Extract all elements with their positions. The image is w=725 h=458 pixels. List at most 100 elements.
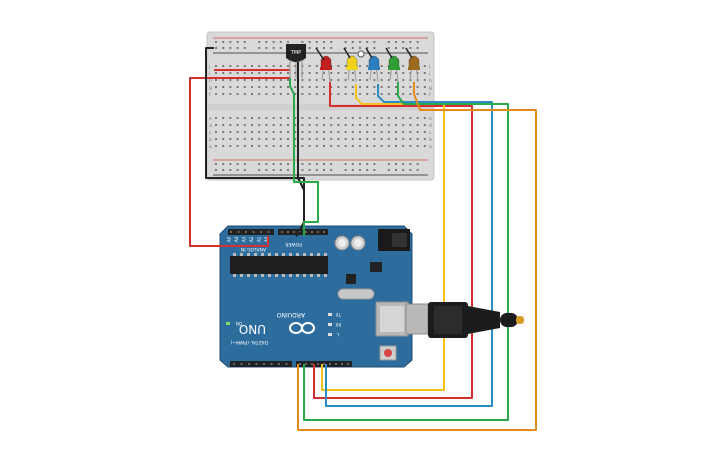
terminal-hole (330, 93, 333, 95)
rail-hole (387, 47, 390, 49)
terminal-hole (337, 124, 340, 126)
terminal-hole (359, 72, 361, 74)
reset-button[interactable] (384, 349, 392, 357)
terminal-hole (287, 124, 289, 126)
header-pin (311, 231, 313, 233)
chip-pin (275, 253, 278, 256)
terminal-hole (265, 117, 268, 119)
rail-hole (395, 41, 397, 43)
terminal-hole (294, 145, 297, 147)
terminal-hole (243, 93, 246, 95)
dc-power-jack-inner (392, 233, 407, 247)
terminal-hole (279, 65, 282, 67)
chip-pin (282, 274, 285, 277)
rail-hole (308, 47, 311, 49)
rail-hole (409, 41, 412, 43)
rail-hole (229, 169, 232, 171)
terminal-hole (215, 65, 217, 67)
terminal-hole (265, 72, 268, 74)
led-green[interactable] (388, 55, 400, 83)
analog-pin-label: A1 (257, 236, 262, 242)
led-ground-lead (405, 47, 413, 59)
terminal-hole (416, 124, 419, 126)
usb-cable-strain (468, 306, 500, 334)
header-pin (281, 231, 283, 233)
temperature-sensor[interactable]: TMP (286, 44, 306, 78)
terminal-hole (251, 138, 253, 140)
terminal-hole (215, 93, 217, 95)
terminal-hole (236, 131, 239, 133)
wire-red-led[interactable] (313, 82, 473, 399)
rail-hole (344, 47, 347, 49)
terminal-hole (402, 124, 405, 126)
header-pin (285, 363, 288, 365)
terminal-hole (229, 79, 232, 81)
header-pin (311, 363, 313, 365)
terminal-hole (265, 124, 268, 126)
rail-hole (279, 47, 282, 49)
terminal-hole (215, 138, 217, 140)
terminal-hole (215, 117, 217, 119)
terminal-hole (251, 79, 253, 81)
rail-hole (222, 169, 225, 171)
wire-red-power[interactable] (189, 77, 290, 247)
led-brown[interactable] (408, 55, 420, 83)
chip-pin (240, 274, 243, 277)
terminal-hole (330, 72, 333, 74)
rail-hole (301, 41, 304, 43)
terminal-hole (323, 117, 325, 119)
arduino-uno-board[interactable]: UNO ARDUINO DIGITAL (PWM~) POWER ANALOG … (219, 225, 413, 368)
header-pin (317, 363, 319, 365)
terminal-hole (366, 79, 369, 81)
chip-pin (303, 274, 306, 277)
terminal-hole (366, 65, 369, 67)
header-pin (255, 363, 258, 365)
terminal-hole (308, 65, 311, 67)
wire-orange-led[interactable] (297, 82, 537, 431)
rail-hole (359, 169, 361, 171)
terminal-hole (258, 86, 261, 88)
terminal-hole (301, 93, 304, 95)
rail-hole (287, 163, 289, 165)
terminal-hole (351, 86, 354, 88)
terminal-hole (315, 72, 318, 74)
rail-hole (359, 163, 361, 165)
terminal-hole (395, 138, 397, 140)
rail-hole (236, 47, 239, 49)
terminal-hole (395, 131, 397, 133)
rail-hole (222, 41, 225, 43)
terminal-hole (272, 86, 275, 88)
wire-black-ground[interactable] (205, 47, 305, 237)
terminal-hole (279, 138, 282, 140)
chip-pin (254, 253, 257, 256)
terminal-hole (243, 131, 246, 133)
selection-handle-icon[interactable] (357, 50, 365, 58)
terminal-hole (251, 65, 253, 67)
terminal-hole (236, 65, 239, 67)
led-yellow[interactable] (346, 55, 358, 83)
wire-black-sensor[interactable] (297, 62, 305, 231)
terminal-hole (337, 86, 340, 88)
terminal-hole (294, 65, 297, 67)
terminal-hole (301, 86, 304, 88)
terminal-hole (222, 86, 225, 88)
led-blue[interactable] (368, 55, 380, 83)
chip-pin (268, 253, 271, 256)
terminal-hole (402, 138, 405, 140)
row-letter: j (208, 64, 210, 70)
wire-green-sensor[interactable] (289, 78, 319, 236)
wire-blue-led[interactable] (325, 84, 493, 407)
usb-cable[interactable] (405, 302, 524, 338)
terminal-hole (373, 93, 376, 95)
capacitor-1-top (338, 239, 346, 247)
terminal-hole (409, 124, 412, 126)
terminal-hole (287, 86, 289, 88)
arduino-logo-icon (289, 322, 315, 334)
terminal-hole (366, 117, 369, 119)
wire-green-led[interactable] (303, 82, 509, 421)
terminal-hole (416, 72, 419, 74)
terminal-hole (359, 117, 361, 119)
rail-hole (366, 169, 369, 171)
chip-pin (324, 253, 327, 256)
